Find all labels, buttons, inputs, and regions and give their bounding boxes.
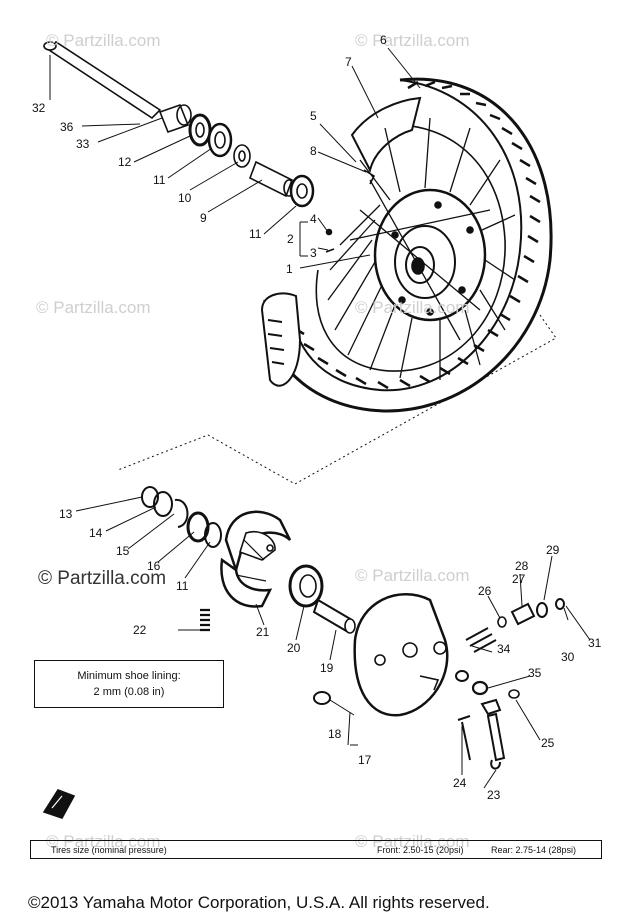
callout-label: 18 (328, 727, 342, 741)
seal-ring (288, 564, 324, 608)
callout-label: 12 (118, 155, 132, 169)
callout-label: 5 (310, 109, 317, 123)
camshaft (312, 598, 356, 634)
callout-label: 9 (200, 211, 207, 225)
watermark: © Partzilla.com (355, 298, 470, 317)
callout-label: 3 (310, 246, 317, 260)
callout-label: 35 (528, 666, 542, 680)
shoe-lining-note: Minimum shoe lining: 2 mm (0.08 in) (34, 660, 224, 708)
callout-label: 4 (310, 212, 317, 226)
watermark: © Partzilla.com (46, 832, 161, 851)
watermark: © Partzilla.com (355, 31, 470, 50)
axle-collar (158, 103, 192, 134)
callout-label: 26 (478, 584, 492, 598)
watermark: © Partzilla.com (355, 566, 470, 585)
callout-label: 24 (453, 776, 467, 790)
tire-front-size: Front: 2.50-15 (20psi) (377, 844, 464, 855)
callout-label: 36 (60, 120, 74, 134)
note-line-1: Minimum shoe lining: (77, 670, 181, 682)
callout-label: 11 (249, 227, 262, 241)
brake-plate (353, 593, 449, 717)
tire-size-label: Tires size (nominal pressure) (51, 844, 167, 855)
callout-label: 32 (32, 101, 46, 115)
watermark: © Partzilla.com (36, 298, 151, 317)
callout-label: 27 (512, 572, 526, 586)
wheel-assembly (260, 77, 553, 413)
bearing-left (207, 122, 233, 158)
callout-label: 21 (256, 625, 270, 639)
watermark: © Partzilla.com (46, 31, 161, 50)
copyright-footer: ©2013 Yamaha Motor Corporation, U.S.A. A… (28, 893, 490, 912)
spacer-flange (233, 144, 251, 168)
cable-adjuster (465, 598, 565, 653)
callout-label: 6 (380, 33, 387, 47)
tire-rear-size: Rear: 2.75-14 (28psi) (491, 844, 577, 855)
callout-label: 22 (133, 623, 147, 637)
callout-label: 34 (497, 642, 511, 656)
spacer-tube (248, 160, 295, 198)
callout-label: 10 (178, 191, 192, 205)
bearing-right (289, 174, 315, 208)
plug (313, 691, 331, 705)
callout-label: 1 (286, 262, 293, 276)
note-line-2: 2 mm (0.08 in) (93, 686, 165, 698)
callout-label: 13 (59, 507, 73, 521)
callout-label: 28 (515, 559, 529, 573)
spring (200, 608, 210, 632)
callout-label: 7 (345, 55, 352, 69)
callout-label: 33 (76, 137, 90, 151)
front-direction-icon (42, 789, 76, 819)
callout-label: 23 (487, 788, 501, 802)
callout-label: 8 (310, 144, 317, 158)
watermark: © Partzilla.com (355, 832, 470, 851)
clip (174, 498, 189, 528)
callout-label: 14 (89, 526, 103, 540)
callout-label: 29 (546, 543, 560, 557)
callout-label: 25 (541, 736, 555, 750)
bearing-brake (204, 522, 222, 548)
callout-label: 17 (358, 753, 372, 767)
callout-label: 11 (153, 173, 166, 187)
callout-label: 20 (287, 641, 301, 655)
callout-label: 2 (287, 232, 294, 246)
oil-seal (188, 113, 212, 147)
tire-size-bar: Tires size (nominal pressure) Front: 2.5… (30, 840, 602, 859)
brake-shoes (220, 510, 292, 608)
watermark: © Partzilla.com (38, 568, 167, 589)
callout-label: 15 (116, 544, 130, 558)
callout-label: 31 (588, 636, 602, 650)
callout-label: 19 (320, 661, 334, 675)
brake-arm (455, 670, 520, 770)
leader-lines (49, 47, 591, 789)
callout-label: 30 (561, 650, 575, 664)
callout-label: 16 (147, 559, 161, 573)
washer (153, 491, 173, 517)
axle-shaft (43, 41, 162, 120)
callout-label: 11 (176, 579, 189, 593)
